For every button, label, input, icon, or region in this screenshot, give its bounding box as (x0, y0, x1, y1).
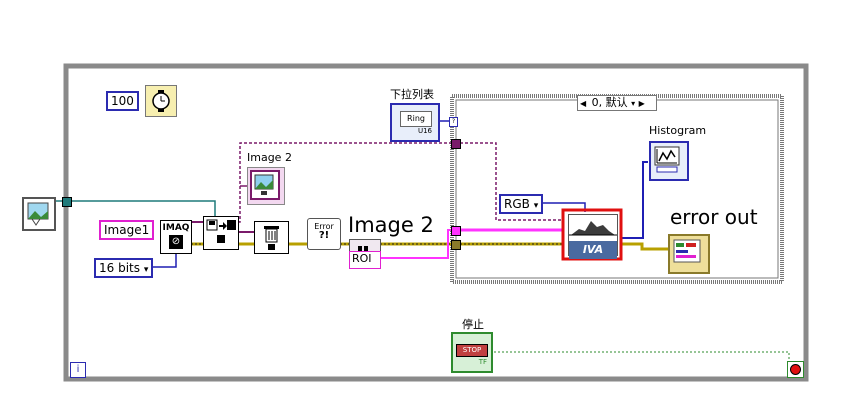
stop-circle-icon (790, 364, 801, 375)
stop-button-face: STOP (456, 344, 488, 357)
ref-wire (52, 200, 216, 222)
wait-ms-icon[interactable] (145, 85, 177, 117)
create-glyph-icon: ⊘ (169, 235, 183, 249)
graph-icon (654, 146, 680, 173)
ring-text: Ring (400, 111, 432, 127)
iva-histogram-vi[interactable]: IVA (568, 214, 618, 259)
property-node-icon (358, 246, 368, 252)
type-wire (150, 250, 177, 268)
watch-icon (152, 90, 170, 112)
case-tunnel-image (451, 139, 461, 149)
enum-arrow-icon: ▾ (533, 201, 539, 211)
simple-error-handler[interactable]: Error ?! (307, 218, 341, 250)
case-dropdown-icon[interactable]: ▾ (631, 99, 636, 108)
copy-image-icon (206, 219, 236, 243)
while-loop-border (63, 63, 809, 382)
enum-arrow-icon: ▾ (143, 265, 149, 275)
stop-wire (490, 351, 790, 366)
error-cluster-icon (673, 239, 701, 263)
imaq-dispose-vi[interactable] (254, 221, 289, 254)
image-ref-control[interactable] (22, 197, 56, 231)
image2-indicator-label: Image 2 (247, 151, 292, 164)
stop-type: TF (478, 358, 487, 366)
image-wire-4 (455, 142, 564, 221)
iva-label: IVA (569, 241, 617, 259)
loop-condition-terminal[interactable] (787, 361, 804, 378)
iteration-terminal: i (70, 362, 86, 378)
image-icon (27, 202, 49, 226)
dropdown-label: 下拉列表 (390, 88, 434, 101)
wait-constant[interactable]: 100 (106, 91, 139, 111)
histogram-label: Histogram (649, 124, 707, 137)
case-selector-value: 0, 默认 (591, 96, 628, 109)
image2-property-label: Image 2 (348, 213, 434, 237)
image-name-constant[interactable]: Image1 (99, 220, 155, 240)
stop-label: 停止 (462, 318, 484, 331)
case-next-icon[interactable]: ▶ (638, 99, 645, 108)
dropdown-ring-control[interactable]: Ring U16 (390, 103, 440, 142)
error-out-indicator[interactable] (668, 234, 710, 274)
image2-indicator[interactable] (247, 167, 285, 205)
ring-type: U16 (417, 127, 432, 135)
case-selector-terminal: ? (449, 117, 458, 127)
image-display-icon (250, 170, 280, 200)
loop-tunnel-ref (62, 197, 72, 207)
color-mode-value: RGB (504, 197, 530, 211)
case-selector[interactable]: ◀ 0, 默认 ▾ ▶ (577, 95, 657, 111)
image-wire-2 (238, 142, 455, 223)
imaq-copy-vi[interactable] (203, 216, 239, 250)
trash-icon (264, 226, 279, 250)
histogram-wire (620, 161, 648, 239)
image-type-enum[interactable]: 16 bits ▾ (94, 258, 154, 278)
error-out-label: error out (670, 205, 758, 229)
image-type-value: 16 bits (99, 261, 140, 275)
iva-highlight (561, 208, 623, 261)
error-wire-6 (620, 242, 668, 251)
color-mode-enum[interactable]: RGB ▾ (499, 194, 544, 214)
stop-control[interactable]: STOP TF (451, 332, 493, 373)
histogram-icon (569, 215, 617, 237)
case-tunnel-error (451, 240, 461, 250)
histogram-indicator[interactable] (649, 141, 689, 181)
roi-property[interactable]: ROI (349, 251, 381, 269)
case-tunnel-roi (451, 226, 461, 236)
case-prev-icon[interactable]: ◀ (580, 99, 587, 108)
exclamation-icon: ?! (318, 230, 330, 241)
roi-label: ROI (352, 252, 372, 265)
imaq-label: IMAQ (162, 223, 190, 233)
imaq-create-vi[interactable]: IMAQ ⊘ (160, 220, 192, 254)
error-label: Error (314, 222, 334, 231)
